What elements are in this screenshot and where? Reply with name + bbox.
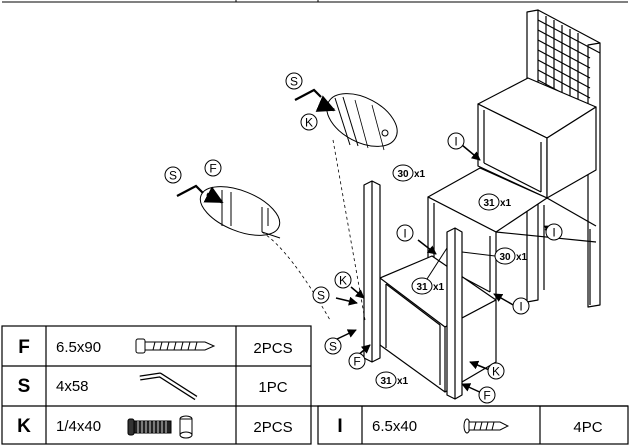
part-size-k: 1/4x40 (56, 418, 101, 435)
allen-key-top (294, 88, 322, 101)
callout-31-bottom: 31 x1 (375, 371, 409, 389)
callout-s-top: S (285, 72, 303, 90)
callout-30-top-num: 30 (397, 169, 409, 180)
parts-row-f: F 6.5x90 2PCS (18, 337, 292, 358)
callout-f-bottom: F (348, 352, 366, 370)
part-qty-f: 2PCS (253, 340, 292, 357)
callout-30-top-qty: x1 (414, 169, 426, 180)
callout-f-left-text: F (209, 162, 216, 176)
callout-31-bottom-qty: x1 (397, 376, 409, 387)
part-letter-f: F (18, 337, 30, 358)
callout-k-right-text: K (492, 365, 500, 379)
callout-30-mid-num: 30 (499, 252, 511, 263)
callout-i-mid-left-text: I (403, 227, 406, 241)
allen-key-left (176, 184, 204, 197)
callout-31-bottom-num: 31 (380, 376, 392, 387)
callout-s-left-text: S (169, 169, 177, 183)
callout-i-mid-right-text: I (552, 226, 555, 240)
top-border (2, 0, 628, 3)
callout-f-right-text: F (483, 389, 490, 403)
callout-i-low-text: I (519, 300, 522, 314)
parts-row-k: K 1/4x40 2PCS (17, 415, 293, 439)
callout-k-top: K (300, 113, 318, 131)
callout-31-low: 31 x1 (411, 277, 445, 295)
callout-s-bottom-text: S (329, 340, 337, 354)
callout-s-left: S (164, 166, 182, 184)
callout-30-mid-qty: x1 (516, 252, 528, 263)
callout-s-bottom: S (324, 337, 342, 355)
allen-key-icon (139, 372, 198, 401)
callout-i-top-text: I (454, 135, 457, 149)
part-size-i: 6.5x40 (372, 418, 417, 435)
top-step-box (477, 77, 597, 199)
parts-row-i: I 6.5x40 4PC (337, 416, 602, 437)
part-qty-s: 1PC (258, 379, 287, 396)
callout-f-left: F (204, 159, 222, 177)
screw-left (203, 186, 224, 204)
callout-31-low-num: 31 (416, 282, 428, 293)
callout-31-low-qty: x1 (433, 282, 445, 293)
parts-row-s: S 4x58 1PC (18, 372, 288, 401)
callout-s-low: S (312, 286, 330, 304)
part-size-f: 6.5x90 (56, 339, 101, 356)
part-letter-i: I (337, 416, 342, 437)
callout-k-low-text: K (339, 274, 347, 288)
callout-31-mid-num: 31 (483, 198, 495, 209)
part-letter-k: K (17, 416, 31, 437)
callout-i-top: I (447, 132, 465, 150)
callout-s-low-text: S (317, 289, 325, 303)
short-screw-icon (463, 418, 510, 434)
callout-k-low: K (334, 271, 352, 289)
bolt-top (315, 95, 336, 112)
callout-s-top-text: S (290, 75, 298, 89)
part-qty-i: 4PC (573, 419, 602, 436)
callout-f-right: F (478, 386, 496, 404)
callout-k-top-text: K (305, 116, 313, 130)
callout-f-bottom-text: F (353, 355, 360, 369)
staircase-cabinet (363, 9, 601, 400)
left-post (363, 180, 381, 363)
callout-30-mid: 30 x1 (494, 247, 528, 265)
callout-k-right: K (487, 362, 505, 380)
callout-31-mid: 31 x1 (478, 193, 512, 211)
part-letter-s: S (18, 376, 31, 397)
bolt-and-barrel-nut-icon (127, 415, 193, 439)
callout-i-mid-left: I (396, 224, 414, 242)
callout-i-low: I (512, 297, 530, 315)
parts-table (1, 325, 629, 445)
long-screw-icon (135, 338, 216, 354)
part-size-s: 4x58 (56, 378, 89, 395)
callout-30-top: 30 x1 (392, 164, 426, 182)
part-qty-k: 2PCS (253, 419, 292, 436)
front-post (446, 227, 463, 400)
callout-31-mid-qty: x1 (500, 198, 512, 209)
callout-i-mid-right: I (545, 223, 563, 241)
